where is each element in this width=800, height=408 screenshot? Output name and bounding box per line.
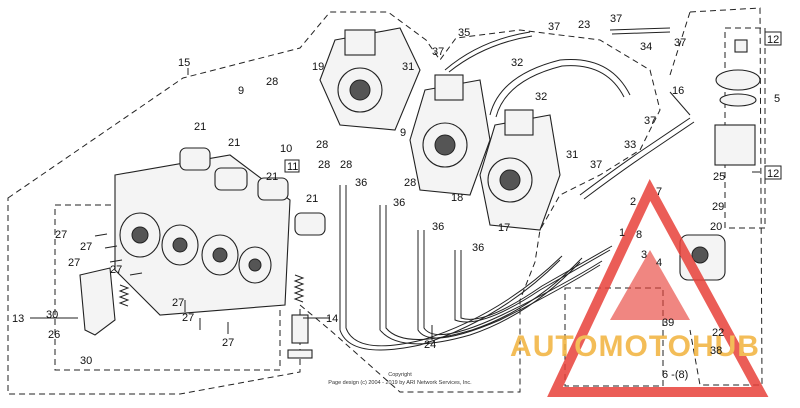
label-32b: 32 bbox=[535, 91, 547, 103]
label-21c: 21 bbox=[266, 171, 278, 183]
label-38: 38 bbox=[710, 345, 722, 357]
carburetor-19 bbox=[319, 27, 421, 131]
label-27b: 27 bbox=[80, 241, 92, 253]
float-chamber-parts bbox=[679, 39, 761, 281]
copyright-line2: Page design (c) 2004 - 2019 by ARI Netwo… bbox=[328, 380, 472, 386]
label-19: 19 bbox=[312, 61, 324, 73]
fuel-hoses bbox=[444, 27, 695, 200]
label-27c: 27 bbox=[68, 257, 80, 269]
label-23: 23 bbox=[578, 19, 590, 31]
label-28e: 28 bbox=[318, 159, 330, 171]
label-27d: 27 bbox=[110, 264, 122, 276]
label-11-box bbox=[284, 159, 300, 173]
label-12a-box bbox=[764, 31, 782, 46]
label-26: 26 bbox=[48, 329, 60, 341]
label-37d: 37 bbox=[674, 37, 686, 49]
choke-spring bbox=[287, 274, 313, 359]
label-22: 22 bbox=[712, 327, 724, 339]
label-36a: 36 bbox=[355, 177, 367, 189]
label-20: 20 bbox=[710, 221, 722, 233]
label-17: 17 bbox=[498, 222, 510, 234]
label-18: 18 bbox=[451, 192, 463, 204]
label-12a: 12 bbox=[767, 34, 779, 46]
label-11: 11 bbox=[287, 161, 298, 173]
label-9a: 9 bbox=[238, 85, 244, 97]
part-labels: 1 2 3 4 5 6 -(8) 7 8 9 9 10 11 12 12 13 … bbox=[12, 13, 782, 381]
label-37b: 37 bbox=[548, 21, 560, 33]
label-34: 34 bbox=[640, 41, 652, 53]
label-12b-box bbox=[764, 165, 782, 180]
label-10: 10 bbox=[280, 143, 292, 155]
label-15: 15 bbox=[178, 57, 190, 69]
label-28d: 28 bbox=[404, 177, 416, 189]
label-24: 24 bbox=[424, 339, 436, 351]
label-2: 2 bbox=[630, 196, 636, 208]
label-30a: 30 bbox=[46, 309, 58, 321]
label-33: 33 bbox=[624, 139, 636, 151]
label-5: 5 bbox=[774, 93, 780, 105]
watermark-text: AUTOMOTOHUB bbox=[510, 330, 760, 363]
watermark-logo: AUTOMOTOHUB bbox=[510, 178, 769, 397]
label-21b: 21 bbox=[228, 137, 240, 149]
label-6: 6 -(8) bbox=[662, 369, 688, 381]
vent-hoses bbox=[339, 185, 613, 351]
carburetor-18 bbox=[409, 74, 491, 196]
label-13: 13 bbox=[12, 313, 24, 325]
throttle-bracket bbox=[79, 267, 130, 336]
leader-lines bbox=[30, 68, 760, 340]
intake-boots bbox=[179, 147, 326, 236]
label-39: 39 bbox=[662, 317, 674, 329]
label-30b: 30 bbox=[80, 355, 92, 367]
label-8: 8 bbox=[636, 229, 642, 241]
label-27a: 27 bbox=[55, 229, 67, 241]
label-31b: 31 bbox=[566, 149, 578, 161]
label-37f: 37 bbox=[590, 159, 602, 171]
label-4: 4 bbox=[656, 257, 662, 269]
label-31a: 31 bbox=[402, 61, 414, 73]
label-28b: 28 bbox=[316, 139, 328, 151]
right-region-edge bbox=[669, 11, 691, 76]
label-27e: 27 bbox=[172, 297, 184, 309]
label-21d: 21 bbox=[306, 193, 318, 205]
carburetor-17 bbox=[479, 109, 561, 231]
label-7: 7 bbox=[656, 186, 662, 198]
label-9b: 9 bbox=[400, 127, 406, 139]
label-37e: 37 bbox=[644, 115, 656, 127]
label-3: 3 bbox=[641, 249, 647, 261]
label-14: 14 bbox=[326, 313, 338, 325]
label-27g: 27 bbox=[222, 337, 234, 349]
label-36c: 36 bbox=[432, 221, 444, 233]
label-12b: 12 bbox=[767, 168, 779, 180]
screws bbox=[94, 233, 229, 334]
label-32a: 32 bbox=[511, 57, 523, 69]
label-28c: 28 bbox=[340, 159, 352, 171]
label-25: 25 bbox=[713, 171, 725, 183]
label-35: 35 bbox=[458, 27, 470, 39]
gasket-box bbox=[564, 287, 664, 387]
label-1: 1 bbox=[619, 227, 625, 239]
label-27f: 27 bbox=[182, 312, 194, 324]
assembly-boundary bbox=[7, 11, 661, 395]
label-21a: 21 bbox=[194, 121, 206, 133]
label-37c: 37 bbox=[610, 13, 622, 25]
intake-manifold bbox=[114, 154, 291, 316]
label-36b: 36 bbox=[393, 197, 405, 209]
label-16: 16 bbox=[672, 85, 684, 97]
label-37a: 37 bbox=[432, 46, 444, 58]
label-28a: 28 bbox=[266, 76, 278, 88]
label-29: 29 bbox=[712, 201, 724, 213]
copyright-line1: Copyright bbox=[388, 372, 412, 378]
label-36d: 36 bbox=[472, 242, 484, 254]
